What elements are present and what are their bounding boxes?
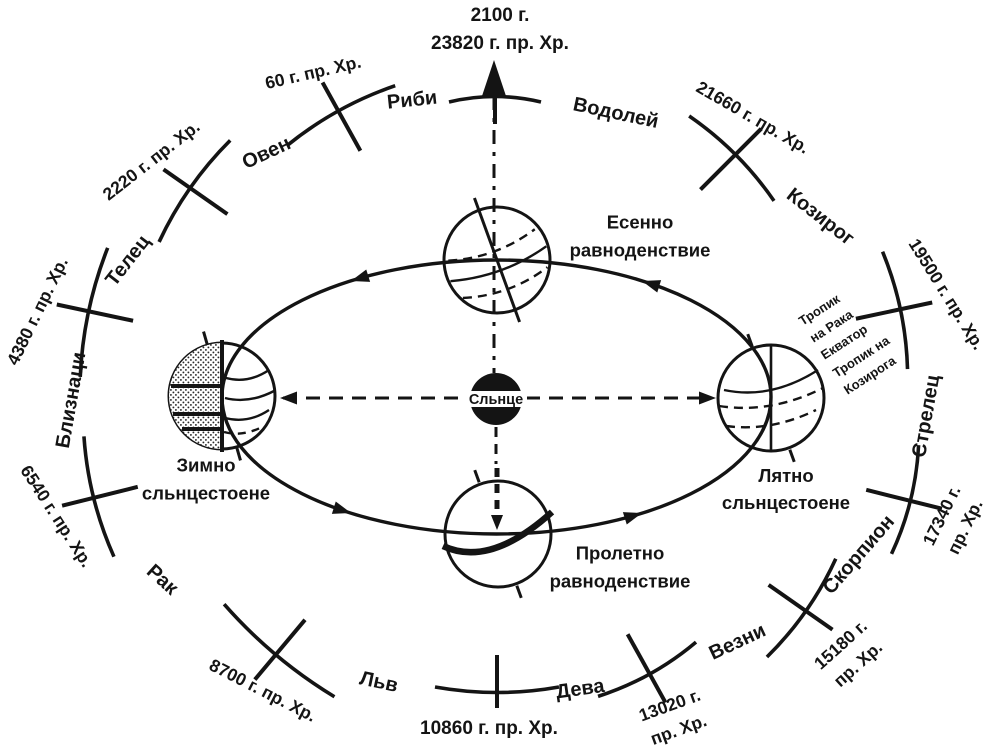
epoch-year-label: 4380 г. пр. Хр. — [3, 254, 72, 368]
zodiac-boundary-cross — [222, 602, 336, 699]
earth-summer-solstice — [716, 333, 826, 463]
boundary-tick — [56, 302, 134, 323]
sun-label-band — [465, 391, 527, 407]
zodiac-sign-label: Стрелец — [908, 373, 944, 460]
zodiac-boundary-cross — [597, 633, 698, 704]
zodiac-sign-label: Близнаци — [52, 350, 91, 449]
orbit-arrow-top-left-icon — [351, 269, 371, 282]
orbit-arrow-top-right-icon — [642, 280, 662, 293]
boundary-tick — [253, 618, 307, 681]
boundary-tick — [625, 633, 668, 704]
zodiac-boundary-cross — [285, 81, 396, 152]
orbit-direction-arrows — [331, 269, 662, 525]
earth-axis-stub — [788, 449, 796, 463]
zodiac-ring — [56, 81, 943, 708]
boundary-tick — [699, 127, 763, 191]
latitude-line — [725, 408, 817, 429]
arrow-up-icon — [482, 60, 506, 96]
earth-autumn-equinox — [442, 197, 552, 323]
earth-axis-stub — [515, 585, 523, 599]
latitude-line — [462, 266, 549, 300]
zodiac-sign-label: Овен — [239, 132, 294, 173]
zodiac-boundary-cross — [56, 247, 134, 378]
earth-axis — [473, 197, 521, 323]
epoch-year-label: 10860 г. пр. Хр. — [420, 718, 558, 739]
zodiac-sign-label: Козирог — [782, 184, 858, 250]
boundary-tick — [767, 583, 834, 632]
earth-axis-stub — [746, 333, 754, 347]
zodiac-sign-label: Телец — [101, 230, 155, 290]
winter-solstice-label: сльнцестоене — [142, 483, 270, 504]
earth-globe — [443, 479, 553, 589]
zodiac-boundary-cross — [855, 251, 933, 370]
boundary-tick — [61, 484, 139, 508]
earth-globe — [442, 205, 552, 315]
spring-equinox-label: равноденствие — [550, 571, 691, 592]
autumn-equinox-label: Есенно — [607, 212, 674, 233]
autumn-equinox-label: равноденствие — [570, 240, 711, 261]
earth-axis-stub — [473, 469, 481, 483]
latitude-line — [223, 425, 263, 435]
epoch-year-label: 19500 г. пр. Хр. — [905, 235, 989, 353]
orbit-arrow-bottom-left-icon — [331, 501, 351, 514]
zodiac-boundary-cross — [865, 445, 943, 555]
equator-band — [441, 509, 555, 556]
latitude-line — [224, 389, 275, 402]
sun: Сльнце — [465, 373, 527, 425]
spring-equinox-label: Пролетно — [576, 543, 665, 564]
earth-spring-equinox — [441, 469, 555, 599]
boundary-tick — [162, 167, 229, 216]
zodiac-sign-label: Рак — [142, 560, 183, 600]
zodiac-boundary-cross — [157, 139, 232, 243]
arrow-left-icon — [280, 391, 297, 405]
arrow-down-icon — [491, 515, 503, 530]
zodiac-sign-label: Дева — [554, 675, 606, 704]
summer-solstice-label: Лятно — [758, 465, 813, 486]
epoch-year-label: 6540 г. пр. Хр. — [16, 462, 97, 571]
zodiac-boundary-cross — [765, 557, 838, 659]
latitude-line — [450, 245, 547, 283]
boundary-tick — [320, 81, 363, 152]
latitude-line — [225, 369, 270, 381]
arrow-right-icon — [699, 391, 716, 405]
epoch-year-label: 2100 г. — [471, 5, 530, 26]
zodiac-boundary-cross — [61, 436, 139, 558]
sun-label: Сльнце — [469, 392, 523, 408]
zodiac-sign-label: Водолей — [571, 93, 660, 133]
orbit-arrow-bottom-right-icon — [622, 512, 642, 525]
zodiac-boundary-cross — [434, 655, 560, 708]
latitude-line — [723, 368, 819, 394]
earth-shadow-half — [169, 343, 222, 449]
sun-direction-lines — [280, 60, 716, 530]
earth-axis-stub — [235, 446, 242, 461]
zodiac-boundary-cross — [688, 114, 776, 202]
epoch-year-label: 60 г. пр. Хр. — [263, 52, 363, 93]
epoch-year-label: 8700 г. пр. Хр. — [206, 655, 320, 726]
boundary-tick — [865, 487, 943, 511]
latitude-line — [448, 228, 536, 262]
summer-solstice-label: сльнцестоене — [722, 492, 850, 513]
latitude-line — [224, 409, 270, 421]
epoch-year-label: 23820 г. пр. Хр. — [431, 33, 569, 54]
epoch-year-label: 21660 г. пр. Хр. — [693, 77, 813, 158]
zodiac-sign-label: Скорпион — [819, 511, 899, 599]
zodiac-sign-label: Льв — [358, 667, 400, 697]
winter-solstice-label: Зимно — [176, 455, 235, 476]
latitude-line — [718, 386, 824, 410]
zodiac-sign-label: Везни — [706, 619, 770, 664]
boundary-tick — [855, 300, 933, 321]
earth-winter-solstice — [167, 331, 277, 461]
zodiac-sign-label: Риби — [386, 87, 438, 114]
earth-axis-stub — [202, 331, 209, 346]
